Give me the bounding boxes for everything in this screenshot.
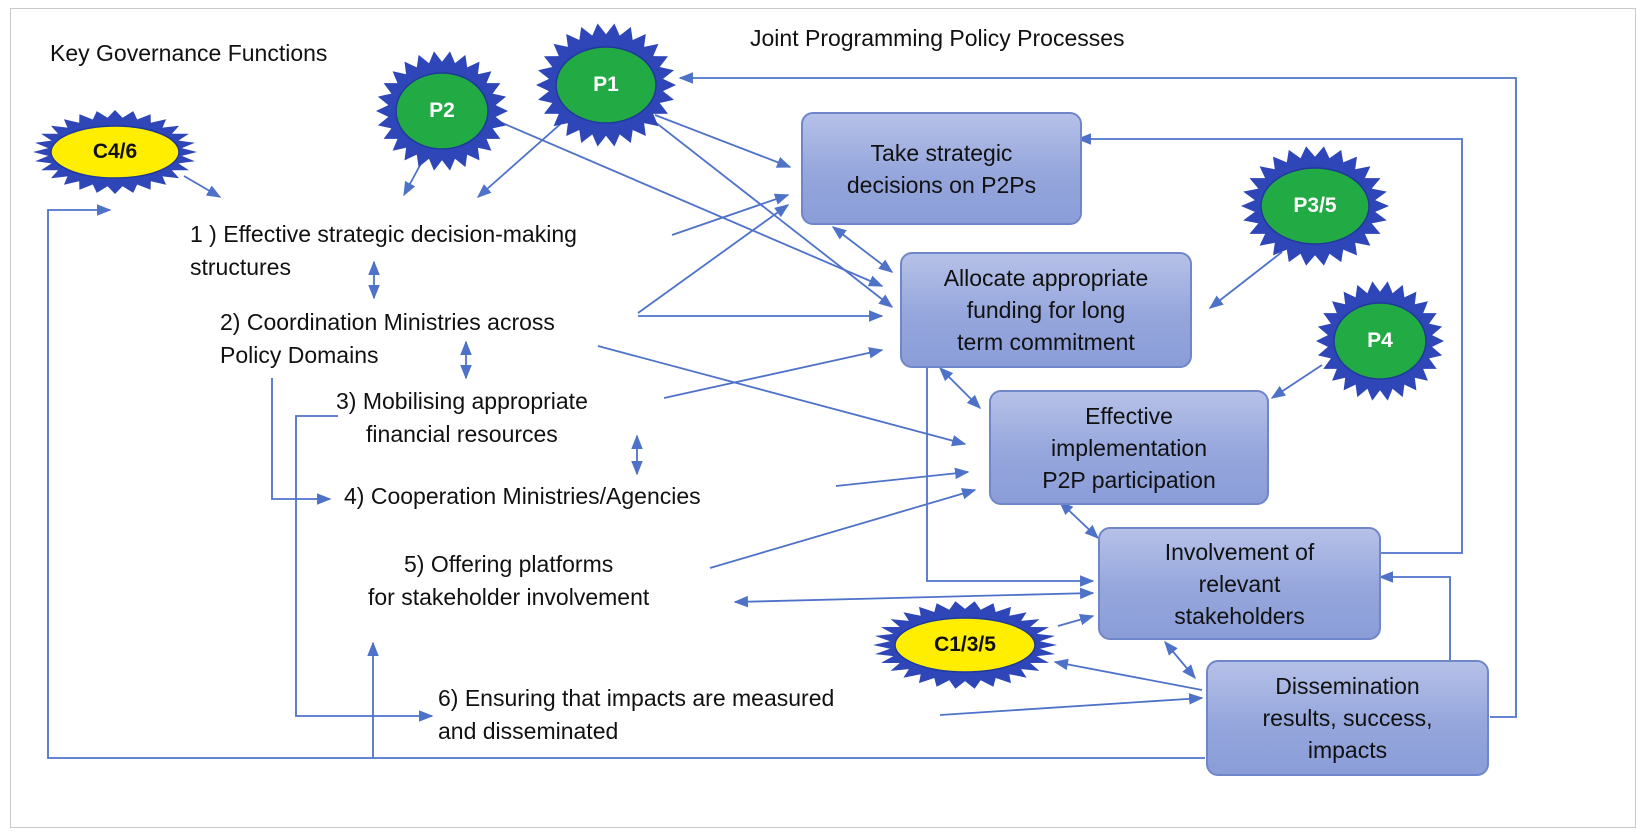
badge-c135: C1/3/5 — [934, 633, 996, 656]
arrow-strategic-allocate — [831, 226, 894, 273]
badge-p2: P2 — [429, 99, 455, 122]
arrow-f1-to-strategic — [671, 193, 790, 236]
arrow-f3-to-allocate — [663, 347, 884, 399]
process-take-strategic-decisions: Take strategic decisions on P2Ps — [801, 112, 1082, 225]
badge-center-c46 — [50, 125, 180, 179]
arrow-f2-to-implementation — [597, 345, 967, 447]
badge-p1: P1 — [593, 73, 619, 96]
elbow-stakeholders-to-strategic — [1076, 133, 1463, 554]
badge-p35: P3/5 — [1293, 194, 1337, 217]
arrow-c135-to-stakeholders — [1057, 614, 1095, 627]
arrow-stakeholders-dissemination — [1164, 640, 1196, 680]
process-stakeholder-involvement: Involvement of relevant stakeholders — [1098, 527, 1381, 640]
function-4: 4) Cooperation Ministries/Agencies — [344, 480, 701, 513]
badge-center-p35 — [1260, 167, 1370, 245]
arrow-c46-to-f1 — [183, 175, 222, 198]
function-1: 1 ) Effective strategic decision-making … — [190, 218, 577, 284]
arrow-p1-to-strategic — [654, 114, 792, 168]
badge-p4: P4 — [1367, 329, 1393, 352]
arrow-f6-to-dissemination — [939, 693, 1204, 716]
badge-center-c135 — [894, 617, 1036, 673]
function-2-line1: 2) Coordination Ministries across — [220, 309, 555, 335]
function-5-line1: 5) Offering platforms — [404, 551, 614, 577]
function-1-line1: 1 ) Effective strategic decision-making — [190, 221, 577, 247]
elbow-bottom-feedback-to-f1 — [47, 204, 1205, 759]
function-4-line1: 4) Cooperation Ministries/Agencies — [344, 483, 701, 509]
function-5-line2: for stakeholder involvement — [368, 584, 650, 610]
function-3: 3) Mobilising appropriate financial reso… — [336, 385, 588, 451]
elbow-f2-to-f4 — [271, 378, 332, 505]
function-6-line2: and disseminated — [438, 718, 619, 744]
arrow-p1-to-f1 — [476, 111, 575, 198]
arrow-f4-to-implementation — [835, 467, 970, 487]
function-6: 6) Ensuring that impacts are measured an… — [438, 682, 834, 748]
arrow-f5-stakeholders — [733, 587, 1095, 608]
arrow-p4-to-implementation — [1270, 364, 1323, 399]
function-5: 5) Offering platforms for stakeholder in… — [368, 548, 649, 614]
function-2-line2: Policy Domains — [220, 342, 379, 368]
elbow-f3-to-f6 — [295, 415, 434, 722]
arrow-p2-to-allocate — [499, 121, 884, 287]
process-allocate-funding: Allocate appropriate funding for long te… — [900, 252, 1192, 368]
badge-c46: C4/6 — [92, 140, 138, 163]
elbow-dissemination-to-p1 — [678, 72, 1517, 718]
badge-center-p1 — [555, 46, 657, 124]
badge-center-p4 — [1333, 302, 1427, 380]
process-effective-implementation: Effective implementation P2P participati… — [989, 390, 1269, 505]
arrow-f5-to-implementation — [709, 488, 977, 569]
right-title: Joint Programming Policy Processes — [750, 25, 1125, 51]
badge-center-p2 — [395, 72, 489, 150]
process-dissemination: Dissemination results, success, impacts — [1206, 660, 1489, 776]
left-title: Key Governance Functions — [50, 40, 328, 66]
arrow-allocate-implementation — [938, 366, 982, 410]
arrow-f2-to-strategic — [637, 204, 790, 314]
elbow-dissemination-to-stakeholders — [1378, 571, 1451, 660]
function-3-line1: 3) Mobilising appropriate — [336, 388, 588, 414]
function-1-line2: structures — [190, 254, 291, 280]
function-2: 2) Coordination Ministries across Policy… — [220, 306, 555, 372]
arrow-p35-to-allocate — [1208, 251, 1283, 309]
function-3-line2: financial resources — [366, 421, 558, 447]
arrow-dissemination-to-c135 — [1053, 658, 1203, 691]
arrow-implementation-stakeholders — [1058, 501, 1100, 539]
function-6-line1: 6) Ensuring that impacts are measured — [438, 685, 835, 711]
elbow-allocate-to-stakeholders — [926, 368, 1095, 587]
